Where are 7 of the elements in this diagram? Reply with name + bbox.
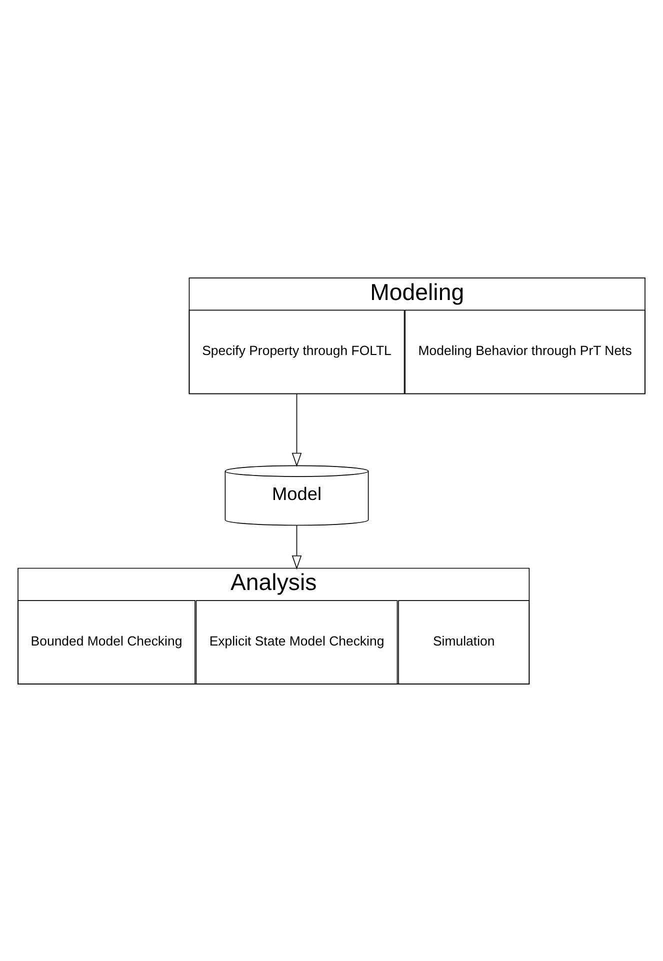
node-box: Simulation <box>398 600 530 684</box>
arrow <box>292 524 302 570</box>
node-box: Modeling Behavior through PrT Nets <box>404 309 646 394</box>
node-box: Specify Property through FOLTL <box>188 309 405 394</box>
node-box: Explicit State Model Checking <box>196 600 398 684</box>
node-box: Bounded Model Checking <box>18 600 196 684</box>
arrow <box>292 392 302 466</box>
